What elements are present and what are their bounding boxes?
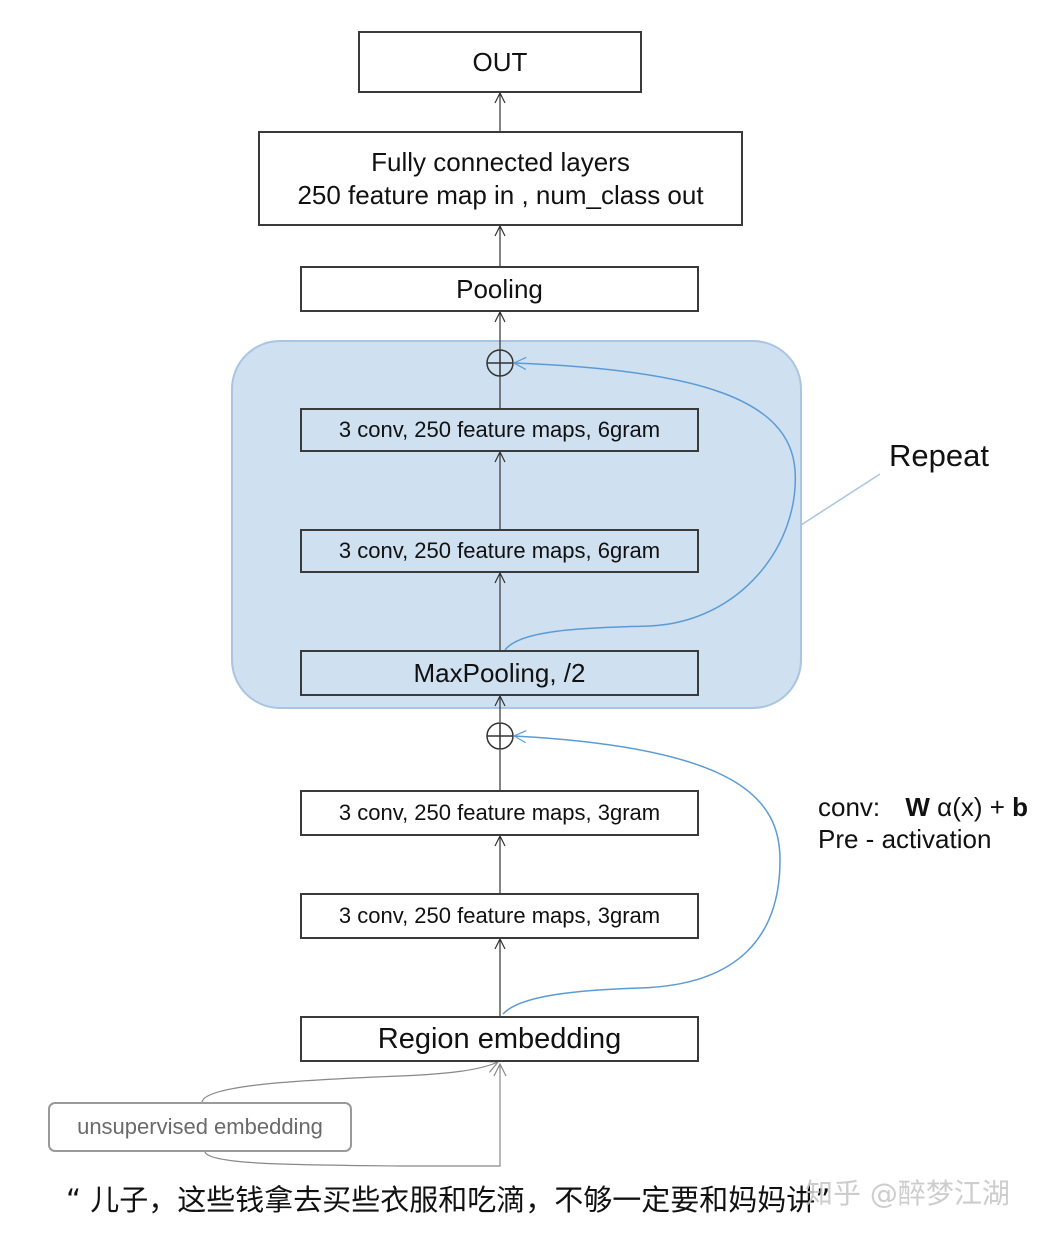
conv-formula-prefix: conv:	[818, 792, 881, 822]
region-embedding-node: Region embedding	[300, 1016, 699, 1062]
preactivation-label: Pre - activation	[818, 824, 992, 854]
conv-formula-weight: W	[905, 792, 930, 822]
out-node: OUT	[358, 31, 642, 93]
pooling-node: Pooling	[300, 266, 699, 312]
maxpooling-node: MaxPooling, /2	[300, 650, 699, 696]
unsup-connection-upper	[201, 1062, 498, 1103]
fc-title: Fully connected layers	[371, 146, 630, 177]
conv-6gram-bottom-node: 3 conv, 250 feature maps, 6gram	[300, 529, 699, 573]
sum-node-top	[486, 349, 514, 377]
maxpooling-label: MaxPooling, /2	[413, 657, 586, 688]
fc-subtitle: 250 feature map in , num_class out	[297, 179, 704, 210]
unsupervised-embedding-node: unsupervised embedding	[48, 1102, 352, 1152]
pooling-label: Pooling	[456, 273, 543, 304]
conv-3gram-top-label: 3 conv, 250 feature maps, 3gram	[338, 800, 661, 825]
sum-node-bottom	[486, 722, 514, 750]
conv-6gram-bottom-label: 3 conv, 250 feature maps, 6gram	[338, 538, 661, 563]
conv-formula-middle: α(x) +	[937, 792, 1005, 822]
unsupervised-embedding-label: unsupervised embedding	[77, 1114, 323, 1139]
skip-connection-region	[502, 736, 781, 1015]
fully-connected-node: Fully connected layers 250 feature map i…	[258, 131, 743, 226]
watermark: 知乎 @醉梦江湖	[805, 1177, 1010, 1210]
conv-6gram-top-node: 3 conv, 250 feature maps, 6gram	[300, 408, 699, 452]
region-embedding-label: Region embedding	[377, 1022, 622, 1055]
conv-3gram-bottom-label: 3 conv, 250 feature maps, 3gram	[338, 903, 661, 928]
out-label: OUT	[472, 46, 528, 77]
conv-3gram-top-node: 3 conv, 250 feature maps, 3gram	[300, 790, 699, 836]
conv-3gram-bottom-node: 3 conv, 250 feature maps, 3gram	[300, 893, 699, 939]
skip-connection-repeat	[504, 363, 796, 651]
conv-formula: conv: W α(x) + b	[818, 792, 1028, 823]
repeat-callout-line	[800, 473, 881, 526]
unsup-connection-lower	[204, 1064, 500, 1167]
caption-text: “ 儿子，这些钱拿去买些衣服和吃滴，不够一定要和妈妈讲”	[66, 1183, 831, 1217]
conv-6gram-top-label: 3 conv, 250 feature maps, 6gram	[338, 417, 661, 442]
conv-formula-bias: b	[1012, 792, 1029, 822]
repeat-label: Repeat	[889, 438, 989, 473]
